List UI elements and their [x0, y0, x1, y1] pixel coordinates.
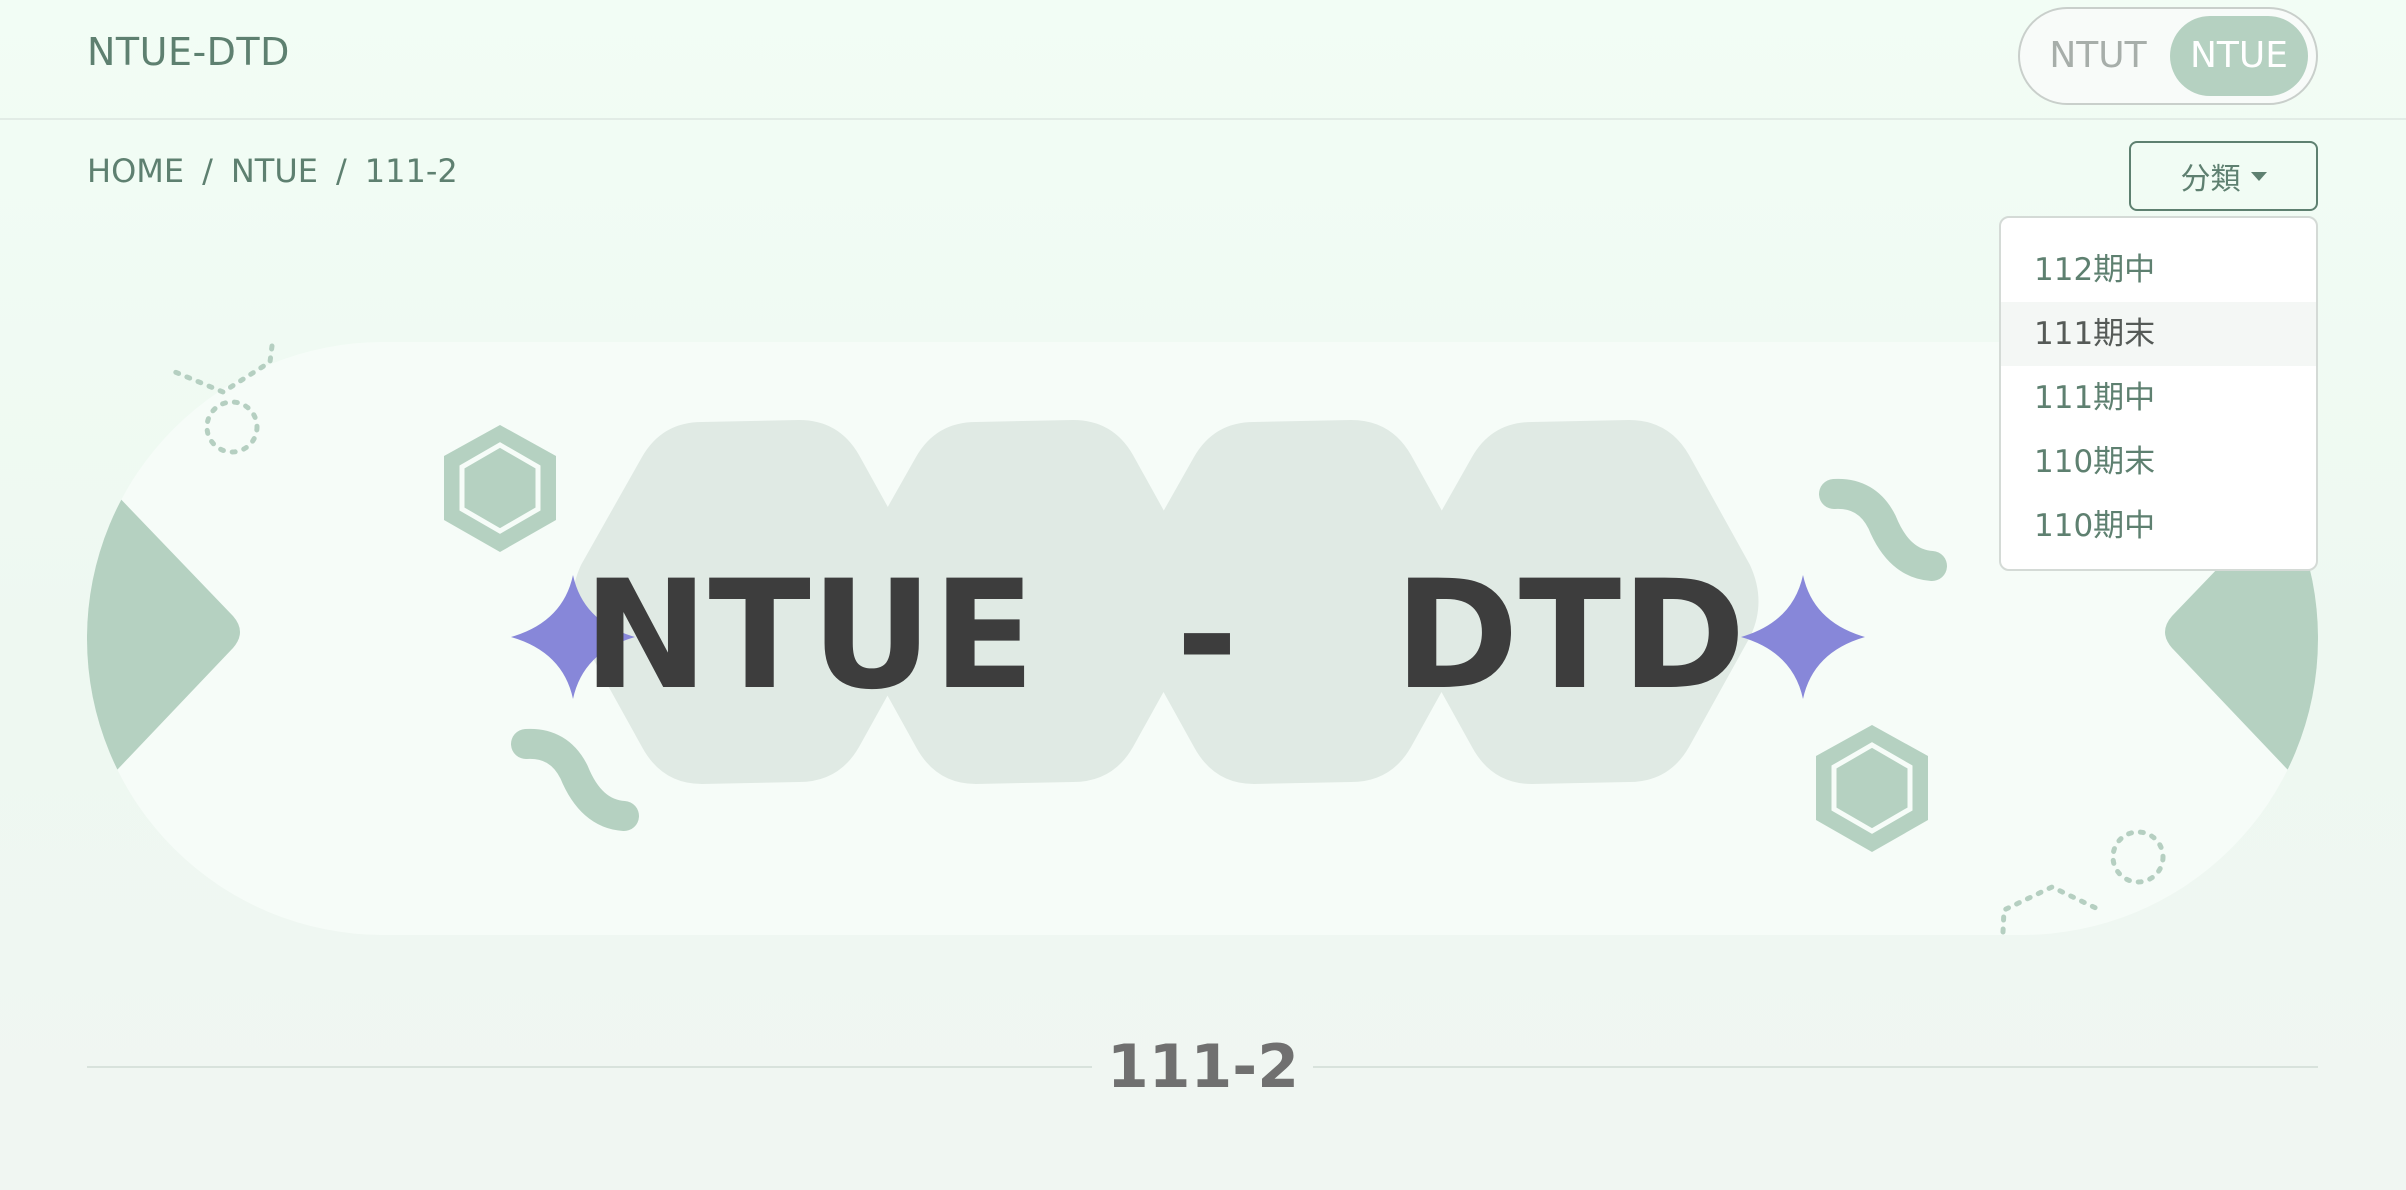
dotted-line-decoration — [172, 343, 275, 395]
breadcrumb-current: 111-2 — [364, 152, 458, 190]
hero-banner: NTUE - DTD — [87, 342, 2318, 935]
dotted-line-decoration — [2000, 884, 2103, 935]
breadcrumb-separator: / — [202, 152, 213, 190]
sparkle-icon — [511, 575, 635, 699]
toggle-option-ntue[interactable]: NTUE — [2170, 16, 2308, 96]
banner-title-dtd: DTD — [1394, 549, 1745, 723]
breadcrumb-separator: / — [335, 152, 347, 190]
section-title: 111-2 — [1107, 1032, 1299, 1102]
banner-title-dash: - — [1176, 549, 1238, 723]
section-divider-left — [87, 1066, 1092, 1068]
dropdown-item-110-midterm[interactable]: 110期中 — [2034, 508, 2156, 544]
squiggle-decoration — [511, 728, 639, 831]
brand-logo-text[interactable]: NTUE-DTD — [87, 30, 290, 74]
dotted-circle-decoration — [2110, 829, 2166, 885]
category-button-label: 分類 — [2180, 163, 2241, 196]
top-navbar: NTUE-DTD NTUT NTUE — [0, 0, 2406, 120]
title-hexagon-cluster — [572, 420, 1759, 784]
section-divider-right — [1313, 1066, 2318, 1068]
breadcrumb-home[interactable]: HOME — [87, 152, 185, 190]
sparkle-icon — [1741, 575, 1865, 699]
toggle-option-ntut[interactable]: NTUT — [2049, 35, 2147, 76]
dotted-circle-decoration — [204, 399, 260, 455]
hexagon-ring-icon — [1816, 725, 1928, 852]
school-toggle[interactable]: NTUT NTUE — [2018, 7, 2318, 105]
breadcrumb: HOME / NTUE / 111-2 — [87, 152, 458, 190]
dropdown-item-112-midterm[interactable]: 112期中 — [2034, 252, 2156, 288]
hexagon-ring-icon — [444, 425, 556, 552]
dropdown-item-111-final[interactable]: 111期末 — [2001, 302, 2316, 366]
caret-down-icon — [2250, 171, 2267, 181]
category-dropdown-menu: 112期中 111期末 111期中 110期末 110期中 — [1999, 216, 2318, 571]
breadcrumb-ntue[interactable]: NTUE — [230, 152, 318, 190]
dropdown-item-111-midterm[interactable]: 111期中 — [2034, 380, 2156, 416]
squiggle-decoration — [1819, 478, 1947, 581]
dropdown-item-110-final[interactable]: 110期末 — [2034, 444, 2156, 480]
banner-title-ntue: NTUE — [583, 549, 1035, 723]
category-dropdown-button[interactable]: 分類 — [2129, 141, 2318, 211]
